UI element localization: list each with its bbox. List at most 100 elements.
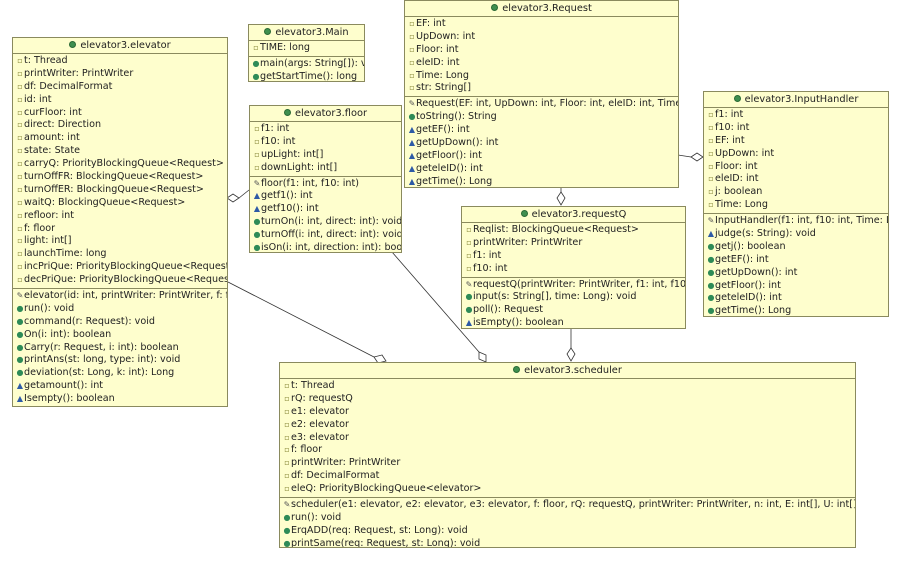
aggregation-diamond	[226, 193, 240, 203]
field-row: ▫f10: int	[704, 122, 888, 135]
visibility-field-icon: ▫	[254, 136, 260, 146]
method-row: ●getEF(): int	[704, 254, 888, 267]
method-row: ●getStartTime(): long	[249, 71, 364, 81]
method-text: getUpDown(): int	[416, 137, 499, 149]
field-row: ▫EF: int	[704, 135, 888, 148]
class-requestq: elevator3.requestQ▫Reqlist: BlockingQueu…	[461, 206, 686, 329]
field-text: f1: int	[715, 109, 744, 120]
field-text: refloor: int	[24, 209, 74, 221]
visibility-public-icon: ●	[252, 58, 260, 68]
visibility-package-icon: ▲	[16, 394, 24, 404]
method-row: ●poll(): Request	[462, 304, 685, 317]
visibility-package-icon: ▲	[408, 125, 416, 135]
fields-section: ▫Reqlist: BlockingQueue<Request>▫printWr…	[462, 223, 685, 277]
field-row: ▫printWriter: PrintWriter	[280, 457, 855, 470]
class-icon	[69, 41, 77, 48]
visibility-package-icon: ▲	[408, 163, 416, 173]
field-text: rQ: requestQ	[291, 392, 353, 404]
methods-section: ✎InputHandler(f1: int, f10: int, Time: L…	[704, 213, 888, 317]
field-row: ▫UpDown: int	[704, 148, 888, 161]
method-text: getUpDown(): int	[715, 266, 798, 278]
field-text: printWriter: PrintWriter	[473, 236, 583, 248]
class-name: elevator3.Request	[502, 3, 592, 14]
field-text: f10: int	[261, 135, 296, 147]
visibility-public-icon: ●	[16, 342, 24, 352]
class-icon	[264, 28, 272, 35]
field-text: Time: Long	[715, 199, 768, 211]
field-text: df: DecimalFormat	[291, 470, 380, 482]
visibility-package-icon: ▲	[408, 176, 416, 186]
method-text: printSame(req: Request, st: Long): void	[291, 537, 481, 548]
visibility-ctor-icon: ✎	[253, 178, 261, 188]
method-text: ErqADD(req: Request, st: Long): void	[291, 524, 468, 536]
aggregation-diamond	[556, 191, 566, 206]
method-text: judge(s: String): void	[715, 228, 816, 240]
visibility-ctor-icon: ✎	[707, 216, 715, 226]
visibility-field-icon: ▫	[708, 187, 714, 197]
visibility-field-icon: ▫	[17, 68, 23, 78]
method-text: getEF(): int	[715, 253, 769, 265]
method-row: ▲getamount(): int	[13, 380, 227, 393]
method-row: ●On(i: int): boolean	[13, 329, 227, 342]
visibility-public-icon: ●	[283, 538, 291, 548]
visibility-field-icon: ▫	[466, 237, 472, 247]
field-row: ▫direct: Direction	[13, 119, 227, 132]
field-text: direct: Direction	[24, 119, 102, 131]
methods-section: ✎Request(EF: int, UpDown: int, Floor: in…	[405, 96, 678, 187]
class-header: elevator3.Main	[249, 25, 364, 41]
visibility-field-icon: ▫	[409, 57, 415, 67]
method-text: geteleID(): int	[715, 292, 782, 304]
visibility-field-icon: ▫	[17, 107, 23, 117]
field-text: printWriter: PrintWriter	[24, 67, 134, 79]
aggregation-diamond	[690, 152, 704, 162]
field-row: ▫turnOffFR: BlockingQueue<Request>	[13, 171, 227, 184]
visibility-field-icon: ▫	[409, 83, 415, 93]
visibility-field-icon: ▫	[284, 471, 290, 481]
field-row: ▫f: floor	[13, 223, 227, 236]
method-text: floor(f1: int, f10: int)	[261, 177, 359, 189]
class-icon	[491, 4, 499, 11]
method-row: ▲getf1(): int	[250, 190, 401, 203]
visibility-field-icon: ▫	[284, 419, 290, 429]
class-icon	[733, 95, 741, 102]
field-row: ▫e3: elevator	[280, 432, 855, 445]
method-row: ▲Isempty(): boolean	[13, 393, 227, 406]
method-text: getf1(): int	[261, 190, 313, 202]
method-text: run(): void	[24, 302, 75, 314]
methods-section: ●main(args: String[]): void●getStartTime…	[249, 55, 364, 81]
visibility-field-icon: ▫	[284, 484, 290, 494]
method-text: getTime(): Long	[715, 305, 792, 317]
class-header: elevator3.requestQ	[462, 207, 685, 223]
field-text: UpDown: int	[715, 147, 775, 159]
visibility-ctor-icon: ✎	[16, 291, 24, 301]
visibility-field-icon: ▫	[17, 172, 23, 182]
visibility-field-icon: ▫	[708, 110, 714, 119]
method-text: requestQ(printWriter: PrintWriter, f1: i…	[473, 278, 686, 290]
method-row: ✎requestQ(printWriter: PrintWriter, f1: …	[462, 279, 685, 292]
field-text: f: floor	[291, 444, 323, 456]
field-text: printWriter: PrintWriter	[291, 457, 401, 469]
aggregation-diamond	[478, 351, 487, 363]
field-text: downLight: int[]	[261, 161, 338, 173]
visibility-package-icon: ▲	[707, 229, 715, 239]
field-row: ▫TIME: long	[249, 42, 364, 55]
field-text: UpDown: int	[416, 30, 476, 42]
visibility-field-icon: ▫	[17, 223, 23, 233]
visibility-public-icon: ●	[16, 355, 24, 365]
class-header: elevator3.scheduler	[280, 363, 855, 379]
methods-section: ✎floor(f1: int, f10: int)▲getf1(): int▲g…	[250, 175, 402, 252]
link-elevator-floor	[238, 189, 250, 199]
visibility-field-icon: ▫	[17, 249, 23, 259]
method-text: Carry(r: Request, i: int): boolean	[24, 341, 179, 353]
method-row: ●toString(): String	[405, 111, 678, 124]
fields-section: ▫TIME: long	[249, 41, 364, 56]
method-row: ✎Request(EF: int, UpDown: int, Floor: in…	[405, 98, 678, 111]
field-text: f10: int	[715, 121, 750, 133]
class-header: elevator3.elevator	[13, 38, 227, 54]
visibility-field-icon: ▫	[708, 122, 714, 132]
field-row: ▫carryQ: PriorityBlockingQueue<Request>	[13, 158, 227, 171]
method-text: turnOff(i: int, direct: int): void	[261, 229, 402, 241]
fields-section: ▫t: Thread▫printWriter: PrintWriter▫df: …	[13, 54, 227, 288]
field-text: j: boolean	[715, 186, 763, 198]
visibility-field-icon: ▫	[284, 406, 290, 416]
